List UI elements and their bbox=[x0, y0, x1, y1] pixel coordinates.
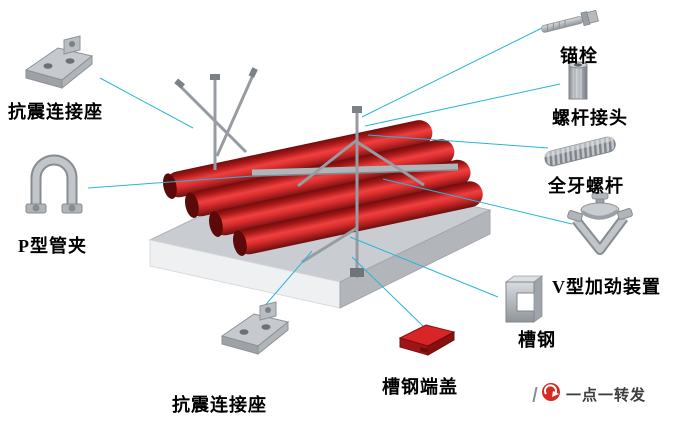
label-full-thread-rod: 全牙螺杆 bbox=[548, 176, 624, 196]
leader-full-thread-rod bbox=[367, 134, 549, 149]
p-clamp-icon bbox=[22, 142, 86, 224]
share-logo-icon bbox=[541, 382, 561, 407]
label-p-type-pipe-clamp: P型管夹 bbox=[18, 236, 87, 256]
leader-lines bbox=[87, 25, 573, 330]
label-seismic-connector-top: 抗震连接座 bbox=[8, 102, 103, 122]
leader-anchor-bolt bbox=[361, 25, 547, 118]
label-seismic-connector-bottom: 抗震连接座 bbox=[172, 395, 267, 415]
bracket-connector-icon bbox=[214, 298, 298, 360]
leader-v-stiffener bbox=[382, 178, 573, 225]
label-channel-steel: 槽钢 bbox=[518, 330, 556, 350]
channel-steel-icon bbox=[492, 272, 548, 326]
leader-end-cap bbox=[351, 256, 427, 330]
label-v-type-stiffener: V型加劲装置 bbox=[552, 277, 661, 297]
label-anchor-bolt: 锚栓 bbox=[560, 46, 598, 66]
threaded-rod-icon bbox=[542, 132, 618, 170]
coupling-nut-icon bbox=[560, 58, 596, 104]
anchor-bolt-icon bbox=[538, 6, 602, 40]
leader-p-clamp bbox=[87, 175, 254, 189]
leader-channel-steel bbox=[349, 236, 499, 298]
watermark-text: 一点一转发 bbox=[566, 387, 647, 404]
label-rod-coupling: 螺杆接头 bbox=[552, 108, 628, 128]
leader-rod-coupling bbox=[364, 83, 561, 127]
label-channel-end-cap: 槽钢端盖 bbox=[382, 377, 458, 397]
bracket-connector-icon bbox=[18, 32, 102, 94]
red-pipes bbox=[163, 120, 483, 256]
watermark: 一点一转发 bbox=[532, 382, 647, 407]
leader-seismic-connector-top bbox=[99, 77, 194, 129]
watermark-divider bbox=[532, 387, 538, 402]
v-stiffener-icon bbox=[566, 192, 634, 268]
leader-seismic-connector-bottom bbox=[261, 250, 313, 310]
bracing-rods bbox=[174, 67, 459, 278]
end-cap-icon bbox=[394, 320, 460, 362]
